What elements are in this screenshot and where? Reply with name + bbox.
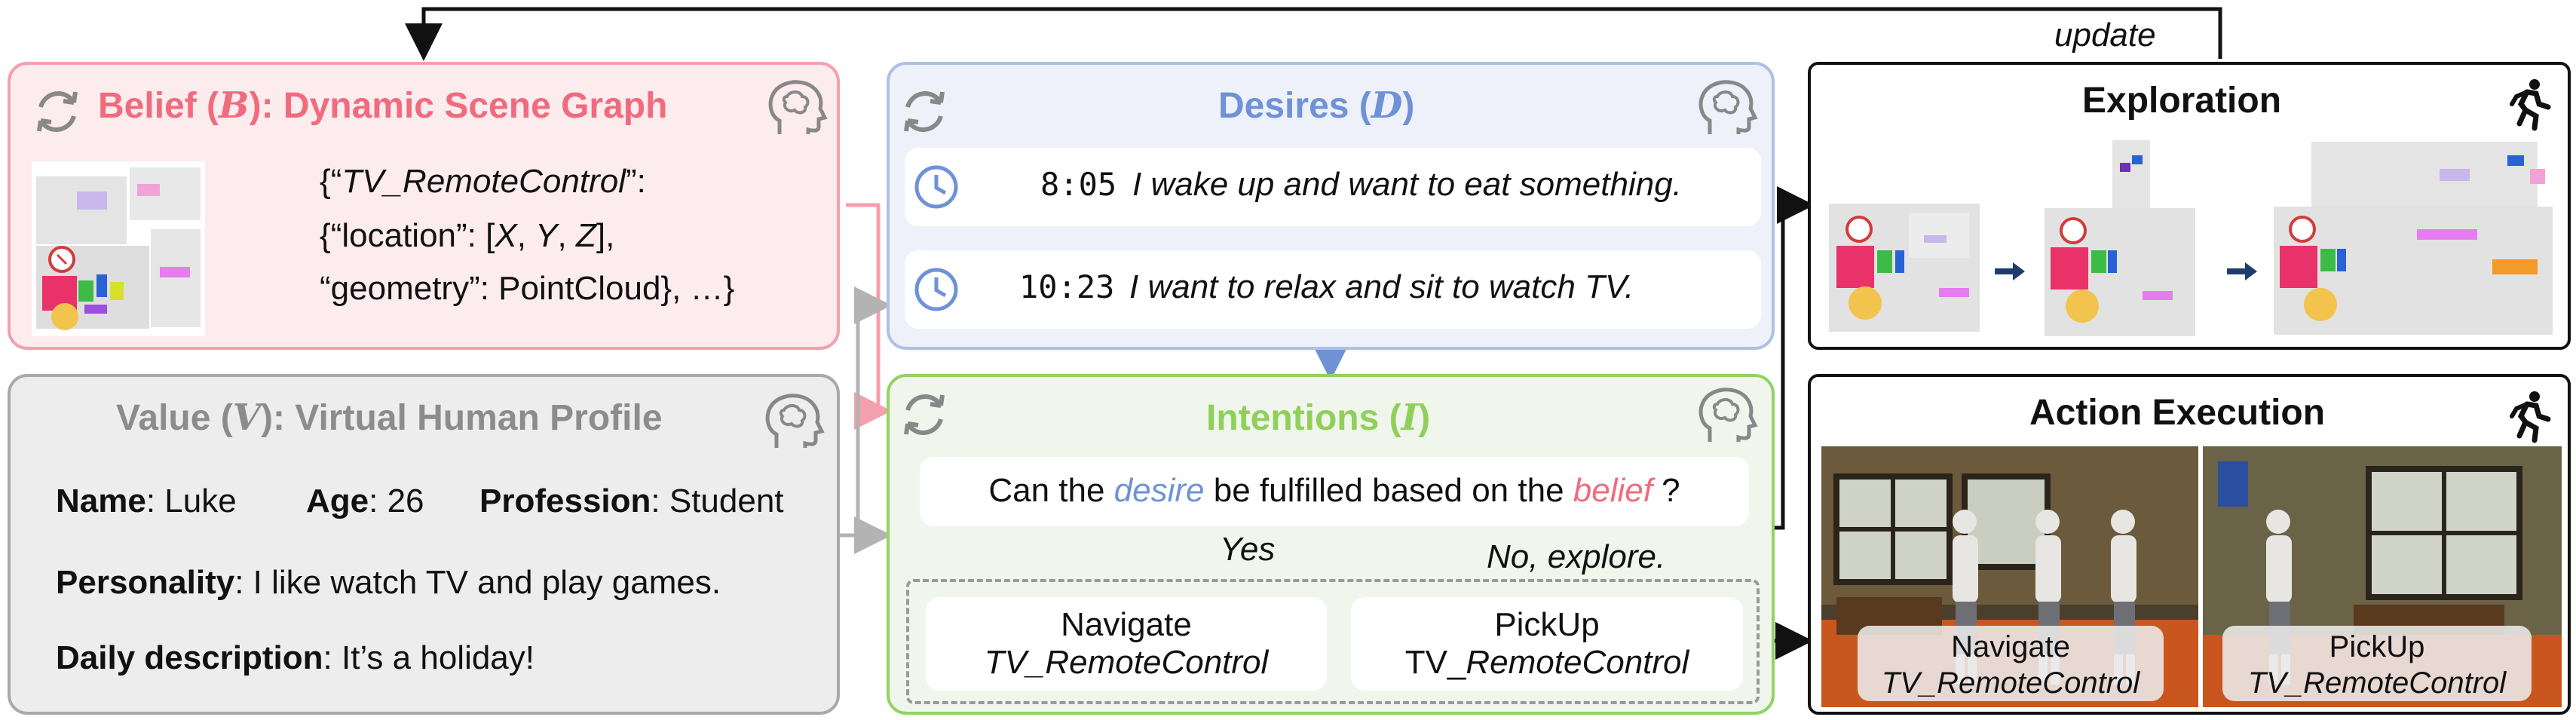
- value-daily-row: Daily description: It’s a holiday!: [56, 639, 535, 676]
- no-explore-label: No, explore.: [1487, 538, 1666, 575]
- belief-json-line1: {“TV_RemoteControl”:: [320, 163, 646, 200]
- intentions-title: Intentions (I): [1206, 397, 1431, 439]
- exploration-map-3: [2266, 139, 2560, 342]
- brain-head-icon: [1698, 388, 1758, 442]
- belief-to-intentions-arrow: [846, 203, 892, 430]
- value-personality-row: Personality: I like watch TV and play ga…: [56, 564, 721, 601]
- value-to-desires-arrow: [840, 286, 892, 538]
- refresh-icon: [904, 394, 945, 435]
- desires-panel: Desires (D) 8:05 I wake up and want to e…: [887, 62, 1775, 350]
- running-person-icon: [2510, 391, 2551, 443]
- actions-group: Navigate TV_RemoteControl PickUp TV_Remo…: [906, 579, 1760, 704]
- value-profession-row: Profession: Student: [479, 483, 784, 519]
- refresh-icon: [37, 91, 78, 132]
- intention-question: Can the desire be fulfilled based on the…: [920, 457, 1749, 526]
- brain-head-icon: [1698, 80, 1758, 134]
- clock-icon: [914, 268, 958, 311]
- exploration-title: Exploration: [2082, 81, 2282, 121]
- desire-item: 8:05 I wake up and want to eat something…: [905, 148, 1761, 226]
- value-panel: Value (V): Virtual Human Profile Name: L…: [8, 374, 840, 715]
- desire-time: 8:05: [1040, 166, 1117, 203]
- yes-label: Yes: [1220, 531, 1276, 568]
- execution-caption-navigate: Navigate TV_RemoteControl: [1858, 626, 2164, 701]
- arrow-right-icon: [2227, 262, 2257, 280]
- scene-graph-map: [32, 161, 205, 336]
- desire-text: I wake up and want to eat something.: [1132, 166, 1682, 203]
- belief-title: Belief (B): Dynamic Scene Graph: [98, 84, 668, 127]
- update-label: update: [2054, 17, 2156, 54]
- brain-head-icon: [765, 394, 825, 448]
- action-execution-title: Action Execution: [2029, 393, 2326, 433]
- desire-text: I want to relax and sit to watch TV.: [1129, 268, 1634, 305]
- brain-head-icon: [768, 80, 828, 134]
- execution-caption-pickup: PickUp TV_RemoteControl: [2222, 626, 2532, 701]
- action-navigate: Navigate TV_RemoteControl: [926, 597, 1327, 691]
- clock-icon: [914, 165, 958, 209]
- running-person-icon: [2510, 79, 2551, 131]
- exploration-map-1: [1826, 198, 1984, 341]
- desires-title: Desires (D): [1218, 84, 1415, 127]
- belief-json-line2: {“location”: [X, Y, Z],: [320, 217, 615, 254]
- value-name-row: Name: Luke: [56, 483, 237, 519]
- desire-time: 10:23: [1019, 268, 1115, 305]
- belief-json-line3: “geometry”: PointCloud}, …}: [320, 270, 735, 307]
- arrow-right-icon: [1995, 262, 2025, 280]
- action-pickup: PickUp TV_RemoteControl: [1351, 597, 1743, 691]
- desire-item: 10:23 I want to relax and sit to watch T…: [905, 250, 1761, 329]
- belief-panel: Belief (B): Dynamic Scene Graph {“TV_Rem…: [8, 62, 840, 350]
- value-title: Value (V): Virtual Human Profile: [116, 397, 663, 439]
- exploration-map-2: [2029, 140, 2210, 344]
- value-age-row: Age: 26: [306, 483, 424, 519]
- intentions-panel: Intentions (I) Can the desire be fulfill…: [887, 374, 1775, 715]
- action-execution-panel: Action Execution: [1808, 374, 2571, 715]
- exploration-panel: Exploration: [1808, 62, 2571, 350]
- update-arrow: [405, 7, 2222, 61]
- refresh-icon: [904, 91, 945, 132]
